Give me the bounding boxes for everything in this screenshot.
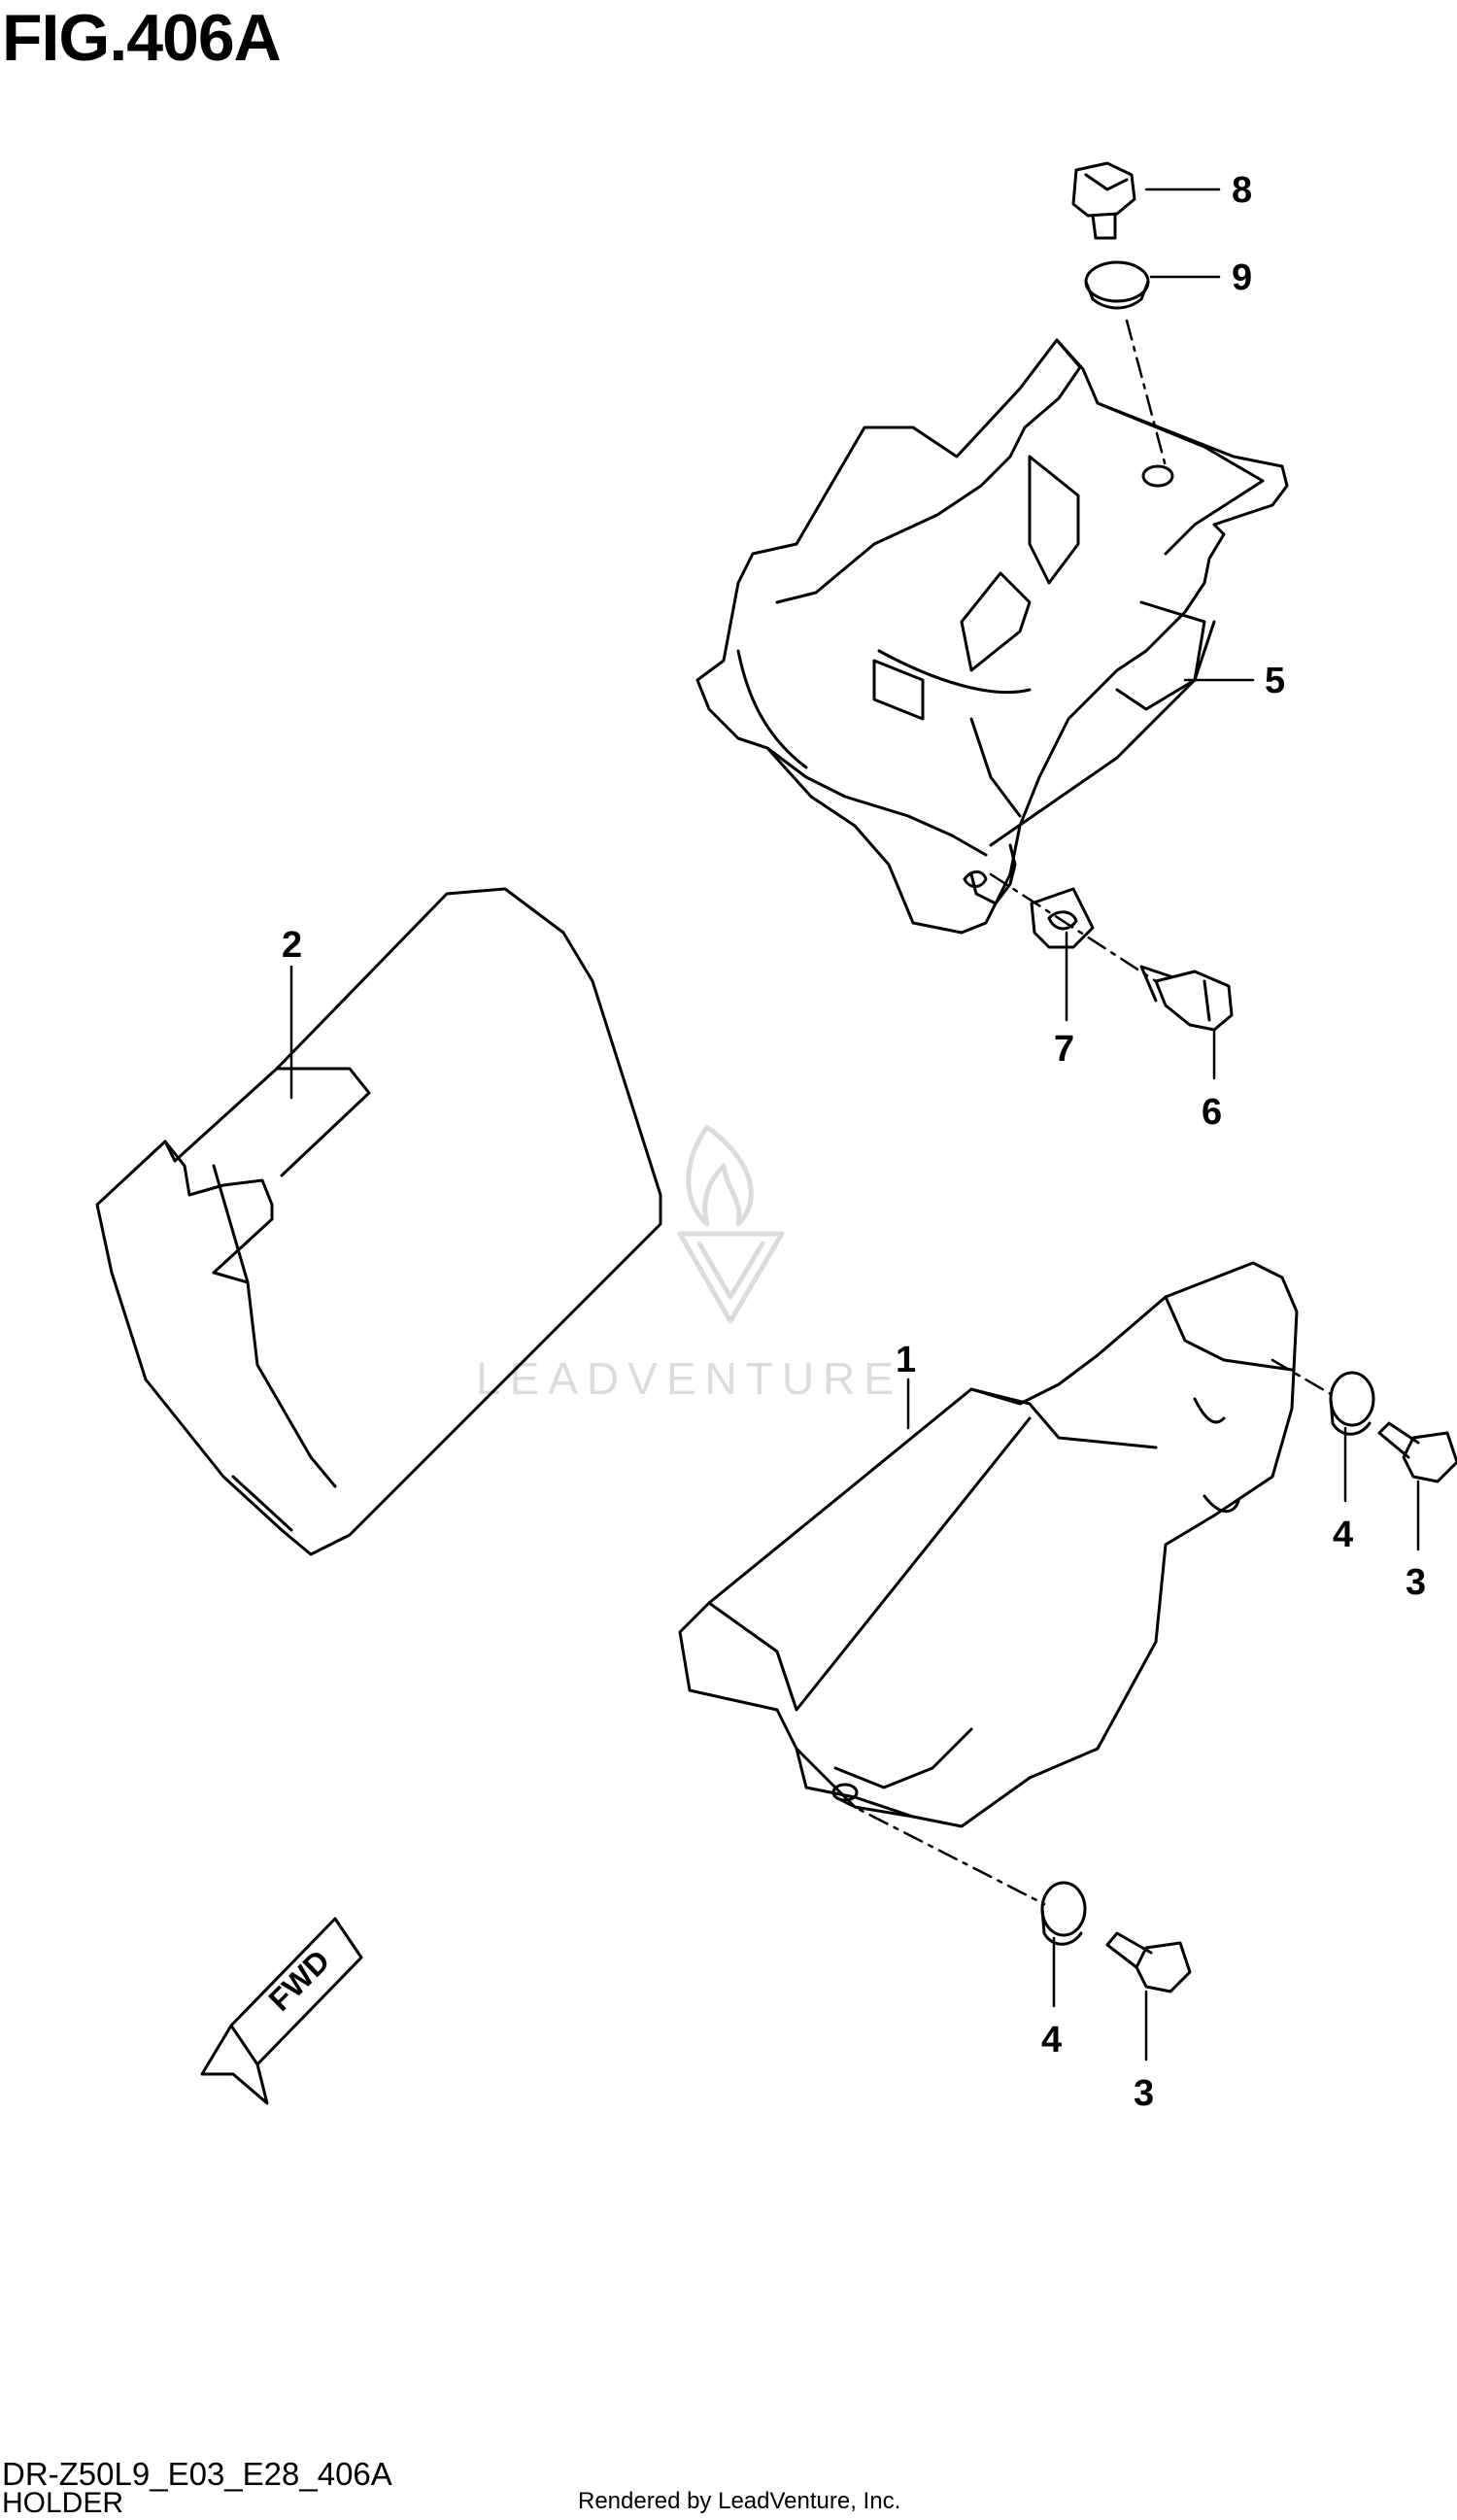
part-4-washer-upper [1329,1371,1375,1436]
part-6-bolt [1139,965,1234,1032]
assembly-lines [833,319,1333,1906]
part-2-cover [95,887,662,1556]
fwd-arrow: FWD [200,1917,363,2105]
callout-7: 7 [1054,1029,1074,1070]
part-3-bolt-upper [1377,1421,1457,1483]
part-7-clip-nut [1030,887,1095,949]
watermark-text: LEADVENTURE [476,1353,902,1404]
part-1-cover [678,1261,1299,1828]
part-8-bolt [1071,161,1136,240]
watermark-logo [677,1124,785,1324]
callout-3-upper: 3 [1406,1562,1426,1603]
part-5-battery-holder [695,338,1289,935]
callout-2: 2 [282,925,302,966]
callout-8: 8 [1232,170,1252,211]
callout-6: 6 [1202,1092,1222,1133]
part-3-bolt-lower [1105,1931,1192,1993]
callout-5: 5 [1265,661,1285,701]
callout-4-upper: 4 [1333,1515,1353,1555]
callout-1: 1 [896,1340,916,1380]
callout-9: 9 [1232,257,1252,298]
figure-name: HOLDER [2,2487,124,2519]
figure-code: DR-Z50L9_E03_E28_406A [2,2456,392,2492]
render-credit: Rendered by LeadVenture, Inc. [578,2488,901,2514]
callout-4-lower: 4 [1041,2020,1062,2060]
callouts: 8 9 5 7 6 2 1 4 3 4 3 [282,170,1426,2114]
callout-3-lower: 3 [1134,2073,1154,2114]
leader-lines [289,187,1420,2061]
part-4-washer-lower [1040,1881,1087,1946]
part-9-grommet [1084,260,1150,310]
figure-title: FIG.406A [2,1,282,75]
